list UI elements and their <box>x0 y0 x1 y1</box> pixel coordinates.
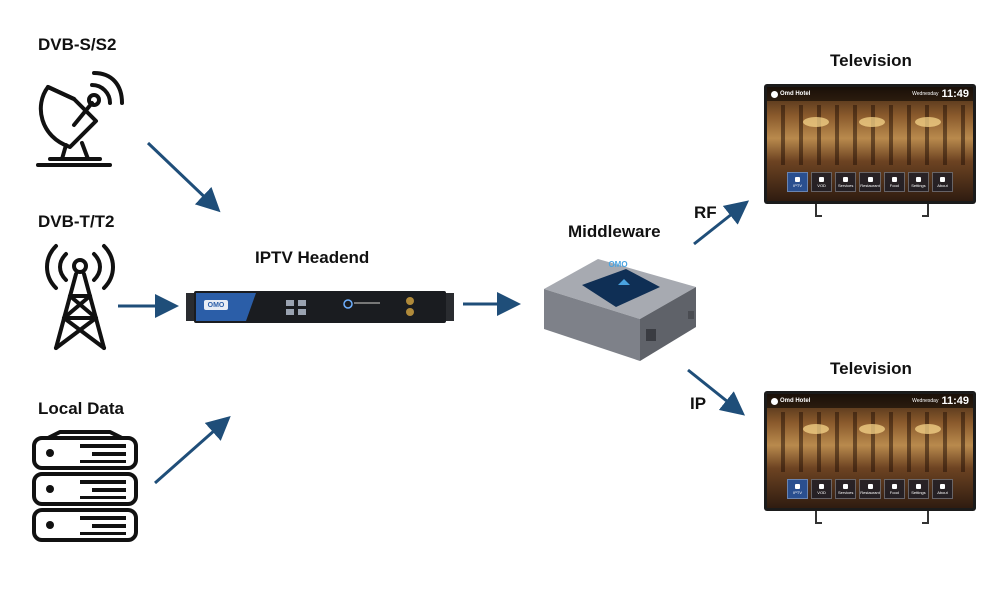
television-title-ip: Television <box>830 359 912 378</box>
tv-clock: 11:49 <box>941 395 969 407</box>
tv-clock: 11:49 <box>941 88 969 100</box>
tv-menu: IPTV VOD Services Restaurant Food Settin… <box>787 172 954 192</box>
arrow-local-to-headend <box>154 416 231 485</box>
arrow-middleware-ip <box>687 368 746 416</box>
tv-menu-item: IPTV <box>787 479 809 499</box>
satellite-dish-icon <box>36 71 124 167</box>
rf-label: RF <box>694 203 717 222</box>
satellite-label: DVB-S/S2 <box>38 35 117 54</box>
headend-brand-logo: OMO <box>207 302 225 309</box>
tv-menu-item: Restaurant <box>859 479 881 499</box>
hotel-logo-icon <box>771 90 778 98</box>
local-data-label: Local Data <box>38 399 124 418</box>
tv-menu-item: Settings <box>907 479 929 499</box>
tv-stand <box>815 511 929 524</box>
middleware-label: Middleware <box>568 222 661 241</box>
tv-menu-item: IPTV <box>787 172 809 192</box>
tv-menu-item: Services <box>835 172 857 192</box>
hotel-logo-icon <box>771 397 778 405</box>
ip-label: IP <box>690 394 707 413</box>
server-stack-icon <box>32 430 138 542</box>
arrow-satellite-to-headend <box>146 141 221 213</box>
iptv-headend-device <box>186 291 454 323</box>
tv-menu-item: Services <box>835 479 857 499</box>
tv-day: Wednesday <box>912 91 939 97</box>
tv-menu-item: Food <box>883 172 905 192</box>
tv-menu-item: Settings <box>907 172 929 192</box>
tv-menu: IPTV VOD Services Restaurant Food Settin… <box>787 479 954 499</box>
tv-menu-item: Restaurant <box>859 172 881 192</box>
tv-day: Wednesday <box>912 398 939 404</box>
tv-menu-item: Food <box>883 479 905 499</box>
hotel-name: Omd Hotel <box>780 91 811 97</box>
tv-stand <box>815 204 929 217</box>
middleware-brand-logo: OMO <box>608 260 628 269</box>
antenna-tower-icon <box>45 244 115 350</box>
middleware-box <box>544 259 696 361</box>
tv-menu-item: About <box>931 479 954 499</box>
tv-menu-item: VOD <box>811 479 833 499</box>
terrestrial-label: DVB-T/T2 <box>38 212 115 231</box>
tv-menu-item: About <box>931 172 954 192</box>
arrow-middleware-rf <box>693 200 750 246</box>
headend-label: IPTV Headend <box>255 248 370 267</box>
hotel-name: Omd Hotel <box>780 398 811 404</box>
television-title-rf: Television <box>830 51 912 70</box>
tv-menu-item: VOD <box>811 172 833 192</box>
